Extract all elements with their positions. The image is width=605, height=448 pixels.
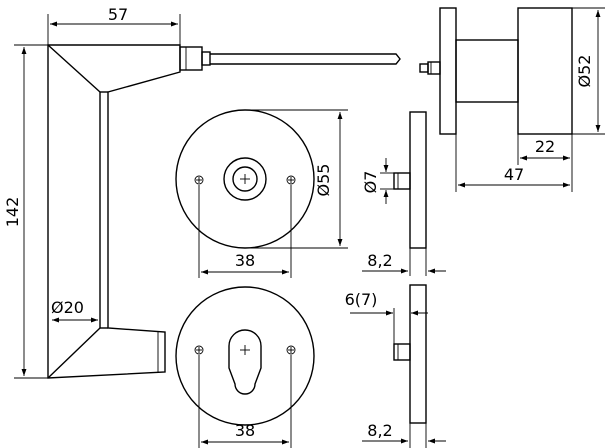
bottom-rose-thickness-label: 8,2 [367,421,392,440]
top-rose-hole-spacing-dimension: 38 [198,185,292,278]
top-rose-spacing-label: 38 [235,251,255,270]
knob-depth-dimension: 22 [517,134,573,165]
top-rose-thickness-label: 8,2 [367,251,392,270]
handle-height-dimension: 142 [3,44,48,379]
bottom-rose-thickness-dimension: 8,2 [362,421,446,448]
handle-width-label: 57 [108,5,128,24]
bottom-rose-hole-spacing-dimension: 38 [198,355,292,448]
top-rose-thickness-dimension: 8,2 [362,248,446,276]
lever-handle [47,44,401,379]
bottom-rose-spacing-label: 38 [235,421,255,440]
handle-diameter-label: Ø20 [51,298,84,317]
knob-length-label: 47 [504,165,524,184]
knob [419,7,573,135]
handle-diameter-dimension: Ø20 [51,298,98,323]
knob-diameter-dimension: Ø52 [572,7,605,135]
screw-offset-label: 6(7) [345,290,378,309]
bottom-rose-side-view [393,284,427,424]
bottom-rose [175,286,315,426]
rose-diameter-label: Ø55 [314,164,333,197]
knob-diameter-label: Ø52 [575,55,594,88]
screw-offset-dimension: 6(7) [345,290,428,316]
top-rose-side-view [393,111,427,249]
knob-length-dimension: 47 [455,102,573,192]
top-rose [175,109,315,249]
handle-height-label: 142 [3,197,22,228]
handle-width-dimension: 57 [47,5,181,45]
knob-depth-label: 22 [535,137,555,156]
pin-diameter-dimension: Ø7 [361,158,394,204]
top-rose-diameter-dimension: Ø55 [245,109,348,249]
pin-diameter-label: Ø7 [361,171,380,194]
